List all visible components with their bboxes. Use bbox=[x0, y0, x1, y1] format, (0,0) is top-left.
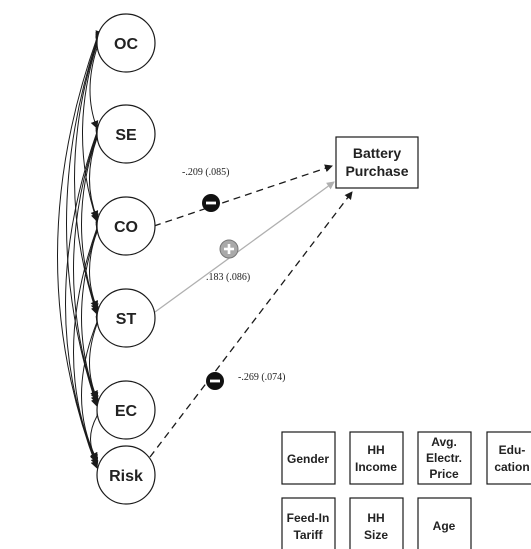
corr-oc-risk bbox=[57, 30, 104, 469]
control-hh-income: HH Income bbox=[349, 431, 404, 485]
control-age: Age bbox=[417, 497, 472, 549]
corr-ec-risk bbox=[89, 407, 104, 461]
latent-ec: EC bbox=[96, 380, 156, 440]
control-age-line1: Age bbox=[433, 519, 456, 533]
control-feed-in-tariff-line1: Feed-In bbox=[287, 511, 330, 525]
control-avg-electr-price-line1: Avg. bbox=[431, 435, 457, 449]
control-gender: Gender bbox=[281, 431, 336, 485]
coef-st: .183 (.086) bbox=[206, 272, 250, 283]
control-education: Edu- cation bbox=[486, 431, 531, 485]
coef-risk: -.269 (.074) bbox=[238, 372, 286, 383]
control-hh-size-line2: Size bbox=[364, 528, 388, 542]
control-hh-income-line2: Income bbox=[355, 460, 397, 474]
latent-oc-label: OC bbox=[114, 36, 138, 53]
path-st-to-battery bbox=[154, 181, 335, 313]
corr-oc-ec bbox=[66, 32, 103, 407]
corr-co-risk bbox=[73, 220, 104, 463]
corr-se-ec bbox=[73, 126, 104, 404]
latent-se-label: SE bbox=[115, 127, 137, 144]
control-hh-size: HH Size bbox=[349, 497, 404, 549]
negative-badge-risk bbox=[206, 372, 224, 390]
latent-co: CO bbox=[96, 196, 156, 256]
control-education-line2: cation bbox=[494, 460, 529, 474]
control-avg-electr-price-line2: Electr. bbox=[426, 451, 462, 465]
latent-se: SE bbox=[96, 104, 156, 164]
structural-paths bbox=[149, 164, 353, 458]
path-co-to-battery bbox=[153, 164, 333, 227]
control-feed-in-tariff-line2: Tariff bbox=[293, 528, 323, 542]
control-education-line1: Edu- bbox=[499, 443, 526, 457]
coef-co: -.209 (.085) bbox=[182, 167, 230, 178]
path-risk-to-battery bbox=[149, 191, 353, 458]
latent-oc: OC bbox=[96, 13, 156, 73]
latent-st-label: ST bbox=[116, 311, 137, 328]
correlation-arcs bbox=[57, 30, 104, 469]
latent-ec-label: EC bbox=[115, 403, 138, 420]
control-avg-electr-price-line3: Price bbox=[429, 467, 459, 481]
latent-co-label: CO bbox=[114, 219, 138, 236]
control-avg-electr-price: Avg. Electr. Price bbox=[417, 431, 472, 485]
latent-st: ST bbox=[96, 288, 156, 348]
control-feed-in-tariff: Feed-In Tariff bbox=[281, 497, 336, 549]
latent-risk: Risk bbox=[96, 445, 156, 505]
latent-risk-label: Risk bbox=[109, 468, 143, 485]
outcome-label-line2: Purchase bbox=[345, 163, 408, 179]
corr-co-st bbox=[89, 224, 104, 309]
negative-badge-co bbox=[202, 194, 220, 212]
control-gender-line1: Gender bbox=[287, 452, 329, 466]
corr-oc-st bbox=[74, 34, 103, 315]
outcome-label-line1: Battery bbox=[353, 145, 401, 161]
outcome-battery-purchase: Battery Purchase bbox=[335, 136, 419, 189]
positive-badge-st bbox=[219, 239, 239, 259]
control-hh-size-line1: HH bbox=[367, 511, 384, 525]
corr-oc-co bbox=[82, 36, 103, 222]
control-hh-income-line1: HH bbox=[367, 443, 384, 457]
